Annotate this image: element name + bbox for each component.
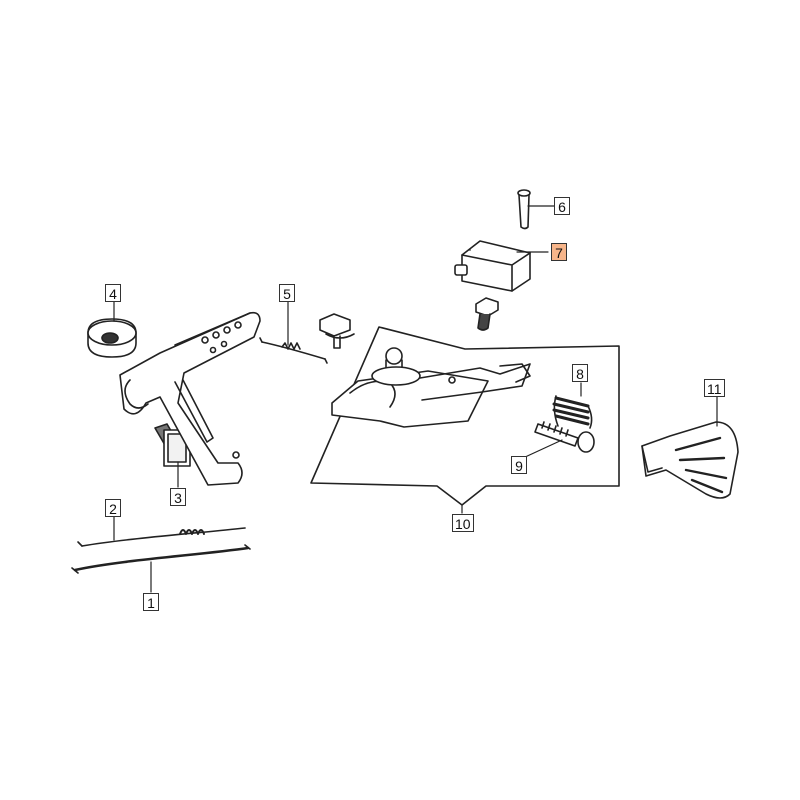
callout-1: 1 bbox=[143, 593, 159, 611]
assembly-frame bbox=[310, 326, 620, 506]
callout-11: 11 bbox=[704, 379, 725, 397]
lever-assembly bbox=[119, 311, 261, 486]
rod-part bbox=[71, 544, 251, 574]
spring-wire-part bbox=[259, 337, 328, 364]
leader-lines bbox=[113, 205, 718, 593]
flange-bolt-part bbox=[319, 313, 355, 349]
spring-part bbox=[552, 395, 593, 429]
callout-6: 6 bbox=[554, 197, 570, 215]
callout-10: 10 bbox=[452, 514, 474, 532]
control-plate bbox=[331, 347, 531, 428]
callout-4: 4 bbox=[105, 284, 121, 302]
callout-5: 5 bbox=[279, 284, 295, 302]
long-screw-part bbox=[517, 189, 531, 230]
screw-part bbox=[534, 421, 595, 453]
wire-spring-part bbox=[77, 527, 246, 547]
switch-bolt-part bbox=[475, 297, 499, 331]
callout-8: 8 bbox=[572, 364, 588, 382]
switch-part bbox=[454, 240, 531, 292]
nut-part bbox=[87, 318, 137, 358]
callout-2: 2 bbox=[105, 499, 121, 517]
callout-3: 3 bbox=[170, 488, 186, 506]
callout-7-highlighted: 7 bbox=[551, 243, 567, 261]
knob-part bbox=[641, 421, 739, 499]
callout-9: 9 bbox=[511, 456, 527, 474]
